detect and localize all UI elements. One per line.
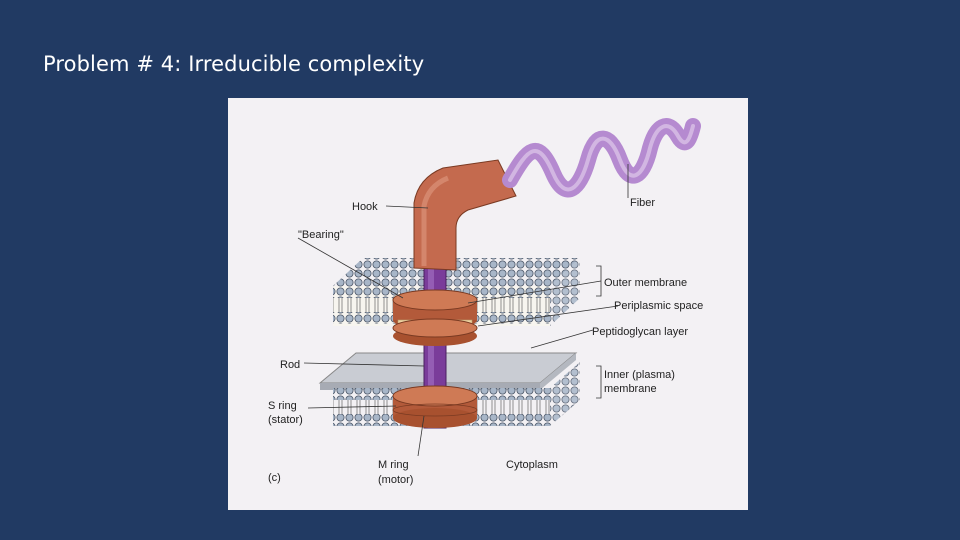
fiber-label: Fiber — [630, 197, 655, 209]
peptidoglycan-layer-label: Peptidoglycan layer — [592, 326, 688, 338]
hook — [413, 159, 517, 271]
flagellum-diagram: Hook Fiber "Bearing" Outer membrane Peri… — [268, 118, 703, 486]
s-ring-label-line1: S ring — [268, 400, 297, 412]
m-ring-label-line2: (motor) — [378, 474, 413, 486]
slide-title: Problem # 4: Irreducible complexity — [43, 52, 425, 76]
flagellum-figure: Hook Fiber "Bearing" Outer membrane Peri… — [228, 98, 748, 510]
periplasmic-space-label: Periplasmic space — [614, 300, 703, 312]
bearing-label: "Bearing" — [298, 229, 344, 241]
m-ring-label-line1: M ring — [378, 459, 409, 471]
panel-letter: (c) — [268, 472, 281, 484]
fiber — [502, 118, 701, 198]
inner-membrane-label-line2: membrane — [604, 383, 657, 395]
rod-label: Rod — [280, 359, 300, 371]
s-and-m-rings — [392, 385, 478, 428]
bearing-rings — [392, 289, 478, 346]
outer-membrane-label: Outer membrane — [604, 277, 687, 289]
s-ring-label-line2: (stator) — [268, 414, 303, 426]
peptidoglycan-layer — [318, 352, 578, 390]
cytoplasm-label: Cytoplasm — [506, 459, 558, 471]
hook-label: Hook — [352, 201, 378, 213]
inner-membrane-label-line1: Inner (plasma) — [604, 369, 675, 381]
leader-lines — [297, 164, 629, 457]
